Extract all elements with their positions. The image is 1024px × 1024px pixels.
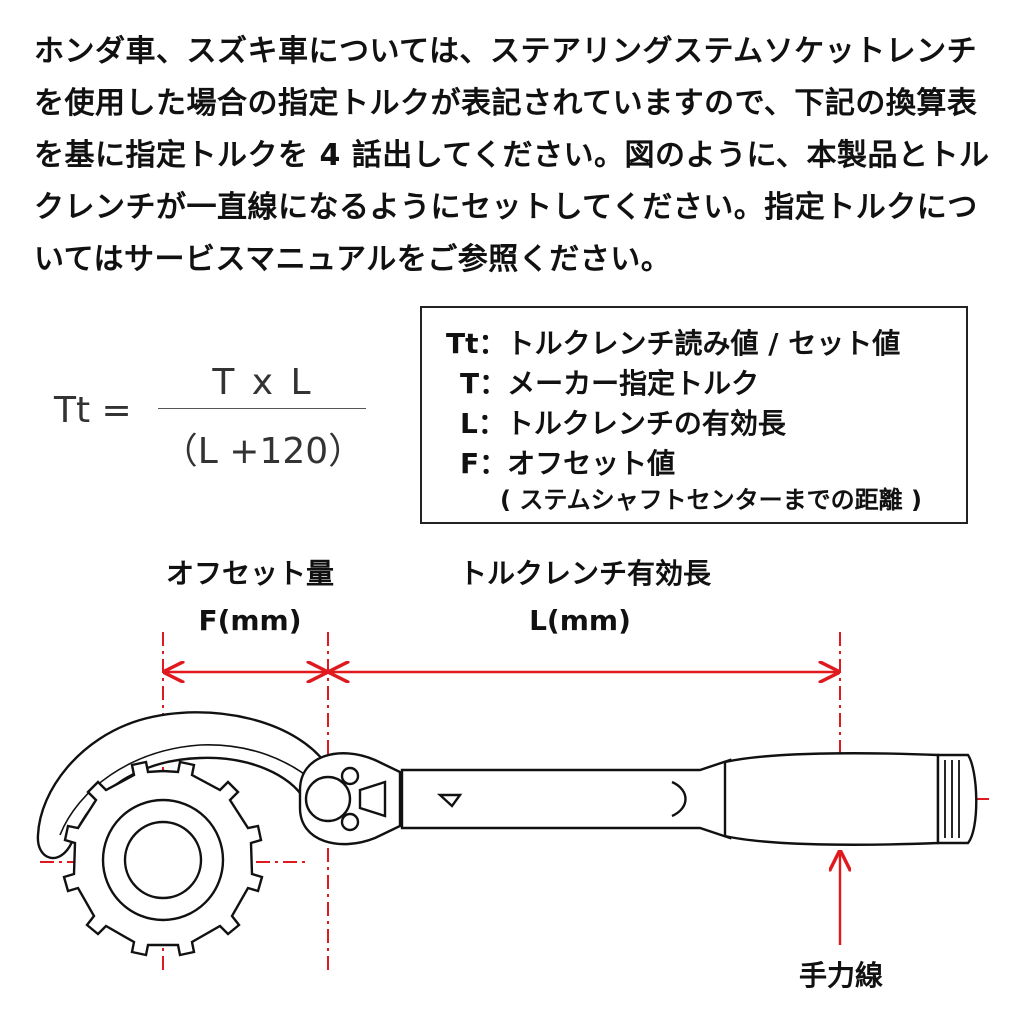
legend-l: L：トルクレンチの有効長 (460, 407, 786, 440)
offset-unit: F(mm) (198, 604, 302, 637)
formula-fraction-bar (158, 408, 366, 409)
grip-end-cap (936, 753, 978, 845)
square-drive (304, 775, 352, 823)
ratchet-head (298, 752, 417, 846)
wrench-grip (723, 752, 978, 846)
intro-text: ホンダ車、スズキ車については、ステアリングステムソケットレンチ を使用した場合の… (34, 26, 994, 286)
intro-line-1: ホンダ車、スズキ車については、ステアリングステムソケットレンチ (34, 34, 978, 69)
hook-inner-edge (59, 744, 319, 836)
direction-mark (436, 793, 463, 808)
legend-f-note: ( ステムシャフトセンターまでの距離 ) (500, 486, 922, 514)
hook-body (36, 711, 332, 860)
ratchet-lever (358, 780, 387, 818)
wrench-shaft (400, 758, 732, 840)
length-unit: L(mm) (529, 604, 631, 637)
formula-numerator: T x L (212, 362, 314, 403)
legend-box: Tt：トルクレンチ読み値 / セット値 T：メーカー指定トルク L：トルクレンチ… (420, 306, 968, 524)
legend-t: T：メーカー指定トルク (460, 367, 760, 400)
legend-tt: Tt：トルクレンチ読み値 / セット値 (446, 327, 901, 360)
socket-inner-ring (123, 820, 203, 900)
adapter-hook (36, 711, 332, 860)
offset-title: オフセット量 (165, 557, 334, 590)
stem-socket (62, 760, 264, 957)
intro-line-4: クレンチが一直線になるようにセットしてください。指定トルクにつ (34, 190, 978, 225)
intro-line-3: を基に指定トルクを 4 話出してください。図のように、本製品とトル (34, 138, 990, 173)
shaft-body (400, 758, 732, 840)
formula-lhs: Tt = (54, 390, 132, 431)
grip-body (723, 752, 940, 846)
intro-line-5: いてはサービスマニュアルをご参照ください。 (34, 242, 672, 277)
legend-f: F：オフセット値 (460, 447, 676, 480)
ratchet-pin-bottom (340, 812, 360, 832)
length-title: トルクレンチ有効長 (458, 557, 711, 590)
torque-formula: Tt = T x L （L +120） (54, 360, 384, 472)
dimension-arrows (165, 672, 840, 945)
shaft-groove (671, 780, 687, 818)
grip-end-ridges (944, 760, 960, 838)
force-line-label: 手力線 (798, 959, 883, 992)
ratchet-pin-top (340, 766, 360, 786)
formula-denominator: （L +120） (161, 431, 365, 472)
intro-line-2: を使用した場合の指定トルクが表記されていますので、下記の換算表 (34, 86, 978, 121)
